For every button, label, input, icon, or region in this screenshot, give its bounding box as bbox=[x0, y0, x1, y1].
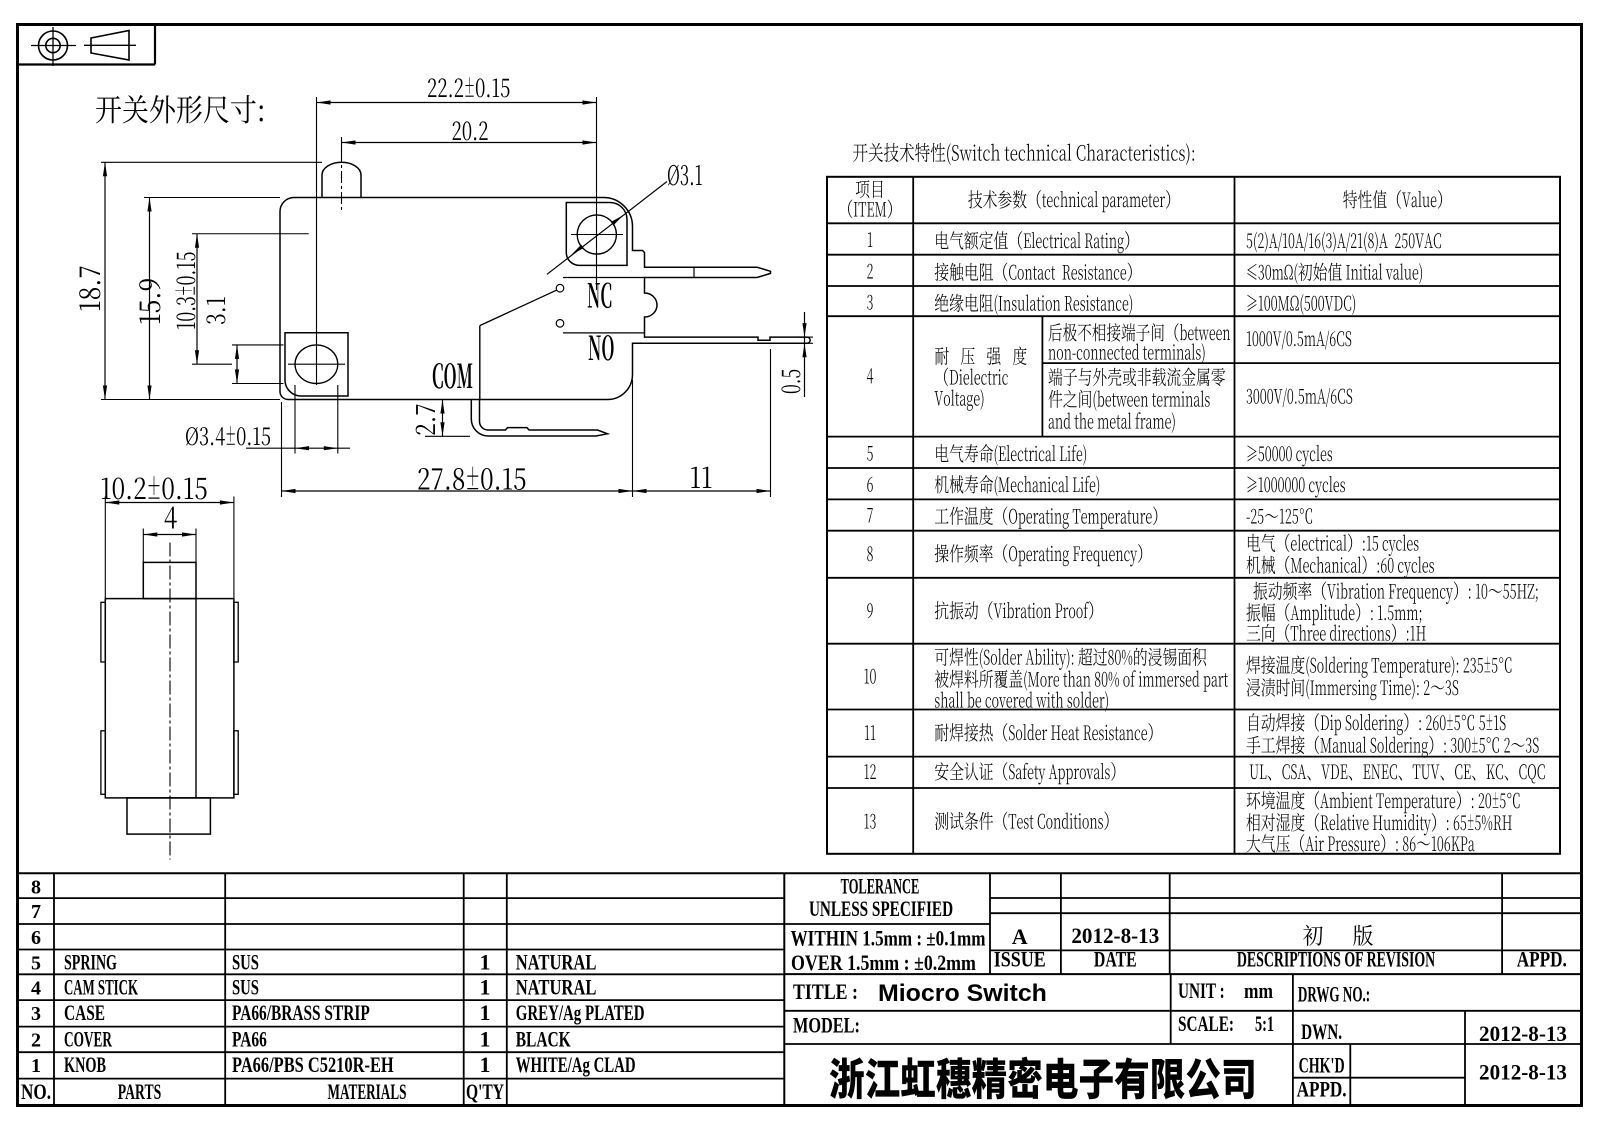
svg-text:OVER 1.5mm : ±0.2mm: OVER 1.5mm : ±0.2mm bbox=[791, 951, 976, 975]
svg-text:3: 3 bbox=[31, 1003, 41, 1025]
svg-text:2012-8-13: 2012-8-13 bbox=[1479, 1022, 1567, 1046]
svg-text:1: 1 bbox=[480, 1052, 491, 1077]
svg-text:BLACK: BLACK bbox=[516, 1028, 571, 1052]
svg-text:SUS: SUS bbox=[232, 975, 259, 1000]
svg-text:4: 4 bbox=[31, 977, 41, 999]
svg-text:WITHIN 1.5mm : ±0.1mm: WITHIN 1.5mm : ±0.1mm bbox=[791, 927, 986, 952]
svg-text:SPRING: SPRING bbox=[64, 950, 117, 974]
svg-text:MATERIALS: MATERIALS bbox=[328, 1080, 407, 1104]
svg-text:NO.: NO. bbox=[21, 1080, 51, 1105]
svg-text:7: 7 bbox=[31, 901, 41, 923]
svg-text:1: 1 bbox=[31, 1055, 41, 1077]
svg-text:NATURAL: NATURAL bbox=[516, 951, 597, 975]
svg-text:SCALE:: SCALE: bbox=[1178, 1012, 1234, 1036]
svg-text:6: 6 bbox=[31, 927, 41, 949]
svg-text:MODEL:: MODEL: bbox=[793, 1014, 860, 1038]
svg-text:SUS: SUS bbox=[232, 951, 259, 976]
svg-text:DWN.: DWN. bbox=[1301, 1020, 1342, 1044]
svg-text:COVER: COVER bbox=[64, 1027, 113, 1051]
svg-text:KNOB: KNOB bbox=[64, 1053, 106, 1078]
svg-text:PARTS: PARTS bbox=[118, 1080, 161, 1104]
svg-text:1: 1 bbox=[480, 950, 491, 975]
svg-text:UNIT :: UNIT : bbox=[1178, 979, 1225, 1003]
svg-text:ISSUE: ISSUE bbox=[994, 948, 1046, 972]
svg-text:5:1: 5:1 bbox=[1255, 1012, 1274, 1037]
svg-text:5: 5 bbox=[31, 953, 41, 975]
svg-text:TITLE :: TITLE : bbox=[793, 980, 858, 1004]
svg-text:NATURAL: NATURAL bbox=[516, 976, 597, 1000]
svg-text:2012-8-13: 2012-8-13 bbox=[1479, 1060, 1567, 1084]
svg-text:mm: mm bbox=[1244, 979, 1273, 1003]
svg-text:Miocro Switch: Miocro Switch bbox=[878, 980, 1047, 1007]
svg-text:PA66: PA66 bbox=[232, 1028, 267, 1052]
svg-text:APPD.: APPD. bbox=[1297, 1078, 1347, 1103]
svg-text:CAM STICK: CAM STICK bbox=[64, 975, 138, 999]
svg-text:PA66/BRASS STRIP: PA66/BRASS STRIP bbox=[232, 1002, 370, 1026]
svg-text:2012-8-13: 2012-8-13 bbox=[1071, 924, 1159, 948]
svg-text:A: A bbox=[1012, 924, 1028, 949]
svg-text:CASE: CASE bbox=[64, 1002, 105, 1026]
svg-text:8: 8 bbox=[31, 876, 41, 898]
svg-text:WHITE/Ag CLAD: WHITE/Ag CLAD bbox=[516, 1053, 636, 1078]
svg-text:DATE: DATE bbox=[1094, 948, 1137, 972]
svg-text:APPD.: APPD. bbox=[1517, 948, 1567, 973]
svg-text:UNLESS SPECIFIED: UNLESS SPECIFIED bbox=[809, 897, 953, 921]
svg-text:2: 2 bbox=[31, 1030, 41, 1052]
svg-text:TOLERANCE: TOLERANCE bbox=[841, 874, 920, 899]
svg-text:DESCRIPTIONS OF REVISION: DESCRIPTIONS OF REVISION bbox=[1237, 947, 1436, 971]
svg-text:GREY/Ag PLATED: GREY/Ag PLATED bbox=[516, 1001, 645, 1026]
svg-text:1: 1 bbox=[480, 1000, 491, 1025]
svg-text:1: 1 bbox=[480, 1027, 491, 1052]
svg-text:Q'TY: Q'TY bbox=[466, 1081, 504, 1105]
svg-text:DRWG NO.:: DRWG NO.: bbox=[1298, 982, 1370, 1006]
svg-text:CHK'D: CHK'D bbox=[1299, 1053, 1345, 1077]
svg-text:1: 1 bbox=[480, 974, 491, 999]
svg-text:PA66/PBS C5210R-EH: PA66/PBS C5210R-EH bbox=[232, 1054, 394, 1078]
